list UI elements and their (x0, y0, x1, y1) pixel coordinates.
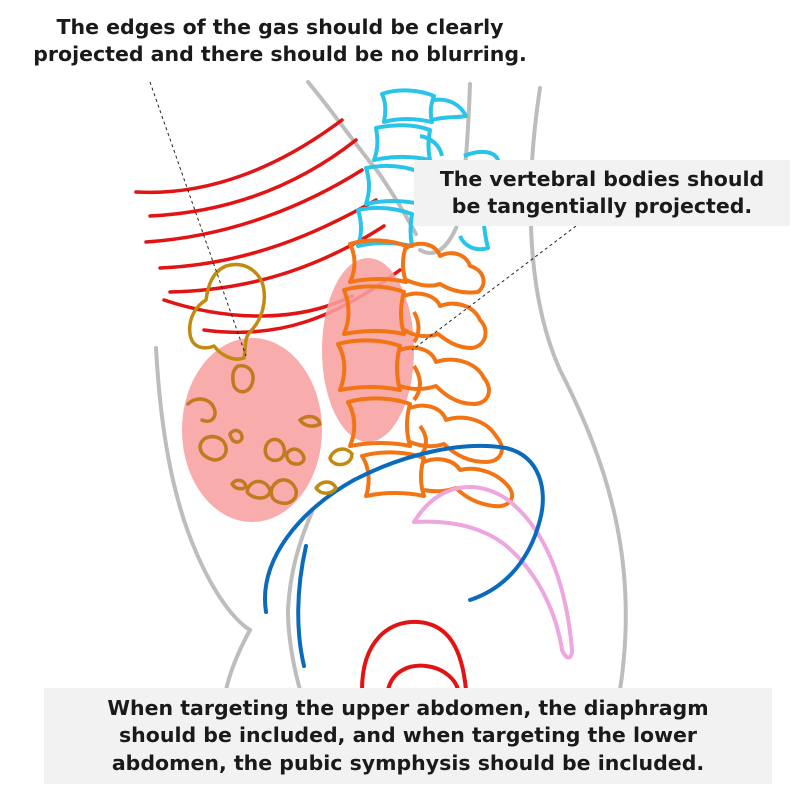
gas-bubble-6 (284, 447, 306, 466)
gas-bubble-7 (298, 414, 322, 428)
bottom-caption-line-3: abdomen, the pubic symphysis should be i… (111, 750, 705, 775)
gas-bubble-1 (231, 363, 255, 394)
vertebrae-caption-line-2: be tangentially projected. (451, 194, 753, 218)
body-outline-left-flank (154, 346, 252, 632)
gas-large-loop (187, 262, 267, 361)
gas-bubble-9 (269, 478, 298, 505)
leader-lines (149, 81, 577, 357)
bottom-callout-box: When targeting the upper abdomen, the di… (44, 688, 772, 784)
leader-line-gas (149, 81, 247, 357)
body-outline-inner-thigh (285, 510, 314, 692)
ilium-crest (263, 443, 545, 614)
ilium (263, 443, 545, 668)
gas-bubble-11 (328, 447, 354, 467)
gas-bubble-5 (263, 437, 287, 463)
bottom-caption-line-2: should be included, and when targeting t… (118, 723, 698, 748)
lumbar-pedicle-2 (412, 364, 422, 402)
gas-bubble-8 (245, 479, 272, 500)
thoracic-vertebra-1 (380, 88, 436, 124)
lumbar-vertebra-4 (346, 396, 412, 448)
sacrum (412, 485, 574, 660)
lumbar-vertebra-3 (336, 338, 402, 392)
thoracic-vertebra-2 (372, 123, 432, 162)
rib-5 (168, 224, 386, 294)
gas-bubble-3 (198, 434, 228, 462)
vertebrae-caption-line-1: The vertebral bodies should (439, 166, 765, 191)
gas-bubble-4 (228, 428, 244, 444)
leader-line-vertebrae (411, 225, 577, 351)
rib-4 (158, 198, 378, 270)
lumbar-vertebra-2 (342, 284, 406, 336)
thoracic-process-3 (419, 134, 444, 157)
lumbar-pedicle-1 (412, 310, 421, 344)
bowel-gas (186, 262, 354, 505)
gas-caption-line-2: projected and there should be no blurrin… (33, 42, 527, 67)
gas-highlight-bowel (182, 338, 322, 522)
pelvic-ring-outer (360, 619, 468, 692)
lumbar-spine (336, 238, 514, 509)
body-outline-left-leg (224, 628, 252, 692)
gas-bubble-10 (230, 478, 248, 491)
lumbar-process-1 (405, 241, 486, 295)
ilium-inner-line (296, 544, 308, 668)
pelvic-ring (360, 619, 468, 692)
lumbar-process-4 (409, 403, 504, 464)
lumbar-vertebra-5 (360, 450, 426, 498)
gas-caption-line-1: The edges of the gas should be clearly (56, 15, 504, 39)
lumbar-process-3 (399, 345, 491, 406)
gas-bubble-2 (186, 397, 217, 423)
bottom-caption-line-1: When targeting the upper abdomen, the di… (107, 696, 709, 721)
gas-highlights (182, 258, 414, 522)
rib-2 (148, 138, 358, 218)
gas-highlight-vertebrae (322, 258, 414, 442)
pelvic-ring-inner (386, 663, 460, 692)
lumbar-process-2 (402, 291, 488, 350)
vertebrae-callout-box: The vertebral bodies should be tangentia… (414, 160, 790, 226)
sacrum-outline (412, 485, 574, 660)
gas-bubble-12 (314, 480, 338, 495)
rib-3 (144, 168, 364, 244)
thoracic-process-1 (431, 97, 468, 122)
gas-caption: The edges of the gas should be clearly p… (0, 14, 560, 68)
rib-1 (134, 118, 344, 195)
